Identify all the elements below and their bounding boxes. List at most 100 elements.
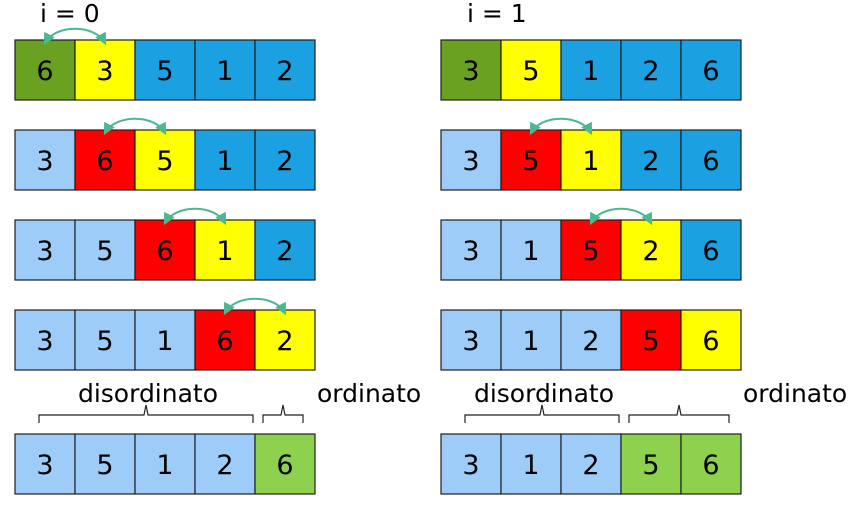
array-cell-sorted (254, 433, 316, 495)
cell-value: 3 (96, 56, 113, 87)
pass-panel: i = 1 disordinato ordinato (464, 0, 847, 423)
cell-value: 3 (462, 56, 479, 87)
array-cell-processed (134, 433, 196, 495)
cell-value: 5 (522, 146, 539, 177)
cell-value: 6 (702, 56, 719, 87)
cell-value: 1 (522, 236, 539, 267)
cell-value: 1 (156, 450, 173, 481)
pass-panel: i = 0 disordinato ordinato (38, 0, 421, 423)
cell-value: 5 (96, 236, 113, 267)
cell-value: 6 (702, 236, 719, 267)
array-cell-processed (74, 309, 136, 371)
cell-value: 5 (642, 450, 659, 481)
array-cell-processed (14, 219, 76, 281)
sorted-label: ordinato (743, 379, 847, 408)
cell-value: 6 (36, 56, 53, 87)
result-row: 3 1 2 5 6 (440, 433, 742, 495)
cell-value: 3 (462, 146, 479, 177)
array-cell-processed (194, 433, 256, 495)
cell-value: 1 (522, 450, 539, 481)
cell-value: 1 (216, 56, 233, 87)
cell-value: 3 (36, 146, 53, 177)
cell-value: 2 (642, 146, 659, 177)
array-cell-processed (440, 433, 502, 495)
sorted-label: ordinato (317, 379, 421, 408)
cell-value: 5 (96, 450, 113, 481)
pass-title: i = 0 (40, 0, 100, 28)
cell-value: 5 (96, 326, 113, 357)
array-cell-processed (14, 309, 76, 371)
array-cell-compare (680, 309, 742, 371)
cell-value: 5 (522, 56, 539, 87)
cell-value: 1 (216, 236, 233, 267)
cell-value: 6 (276, 450, 293, 481)
cell-value: 1 (522, 326, 539, 357)
array-cell-unsorted (620, 39, 682, 101)
brace (38, 404, 254, 423)
cell-value: 6 (156, 236, 173, 267)
array-cell-processed (500, 433, 562, 495)
brace (464, 404, 620, 423)
cell-value: 5 (582, 236, 599, 267)
swap-arrow (589, 207, 653, 226)
cell-value: 6 (216, 326, 233, 357)
array-cell-unsorted (254, 219, 316, 281)
swap-arrow (529, 117, 593, 136)
brace-group: disordinato ordinato (464, 379, 847, 423)
array-cell-current (134, 219, 196, 281)
brace-group: disordinato ordinato (38, 379, 421, 423)
swap-arrow (103, 117, 167, 136)
cell-value: 3 (462, 326, 479, 357)
array-cell-compare (74, 39, 136, 101)
swap-arrow (223, 297, 287, 316)
cell-value: 2 (276, 56, 293, 87)
cell-value: 6 (702, 450, 719, 481)
brace (262, 404, 304, 423)
cell-value: 3 (36, 450, 53, 481)
array-cell-unsorted (194, 129, 256, 191)
cell-value: 1 (216, 146, 233, 177)
cell-value: 3 (462, 450, 479, 481)
array-row: 3 5 1 2 6 (440, 129, 742, 191)
array-cell-compare (194, 219, 256, 281)
array-cell-current (74, 129, 136, 191)
cell-value: 1 (582, 146, 599, 177)
cell-value: 2 (642, 56, 659, 87)
array-cell-unsorted (620, 129, 682, 191)
array-cell-current (500, 129, 562, 191)
cell-value: 1 (582, 56, 599, 87)
array-cell-compare (254, 309, 316, 371)
array-cell-processed (14, 433, 76, 495)
array-cell-pivot (14, 39, 76, 101)
cell-value: 5 (156, 146, 173, 177)
pass-title: i = 1 (467, 0, 527, 28)
array-cell-unsorted (254, 39, 316, 101)
array-cell-processed (560, 433, 622, 495)
brace (628, 404, 730, 423)
cell-value: 6 (702, 146, 719, 177)
array-row: 3 5 1 2 6 (440, 39, 742, 101)
array-cell-unsorted (680, 219, 742, 281)
array-cell-processed (500, 309, 562, 371)
unsorted-label: disordinato (474, 379, 614, 408)
array-cell-current (620, 309, 682, 371)
array-cell-sorted (620, 433, 682, 495)
array-cell-processed (440, 129, 502, 191)
array-cell-sorted (680, 433, 742, 495)
array-cell-processed (14, 129, 76, 191)
array-cell-unsorted (254, 129, 316, 191)
unsorted-label: disordinato (78, 379, 218, 408)
cell-value: 2 (582, 450, 599, 481)
cell-value: 2 (276, 326, 293, 357)
cell-value: 6 (96, 146, 113, 177)
cell-value: 2 (582, 326, 599, 357)
array-cell-unsorted (194, 39, 256, 101)
cell-value: 5 (156, 56, 173, 87)
cell-value: 3 (462, 236, 479, 267)
